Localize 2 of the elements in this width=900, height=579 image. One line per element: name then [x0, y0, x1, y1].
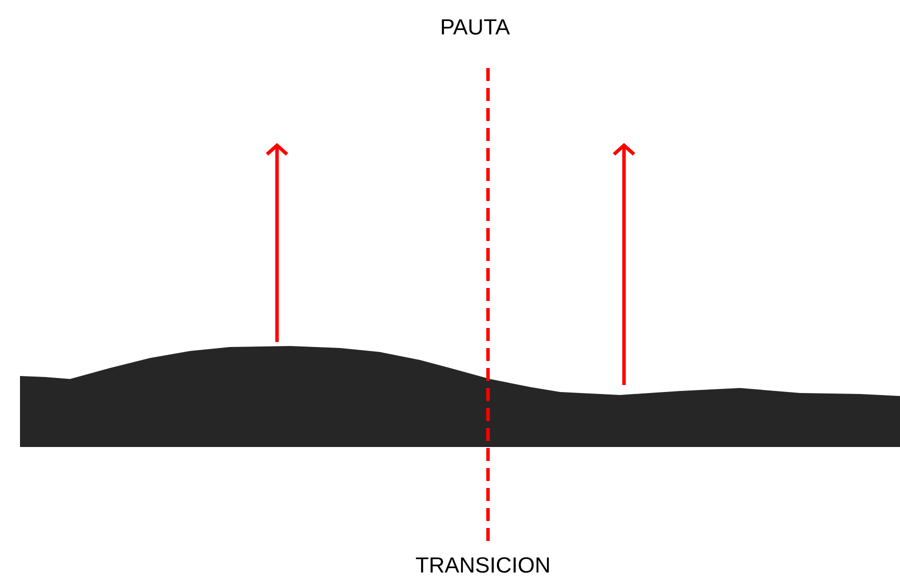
axis-label: PAUTA [442, 19, 510, 35]
axis-label: TRANSICION [416, 557, 549, 573]
